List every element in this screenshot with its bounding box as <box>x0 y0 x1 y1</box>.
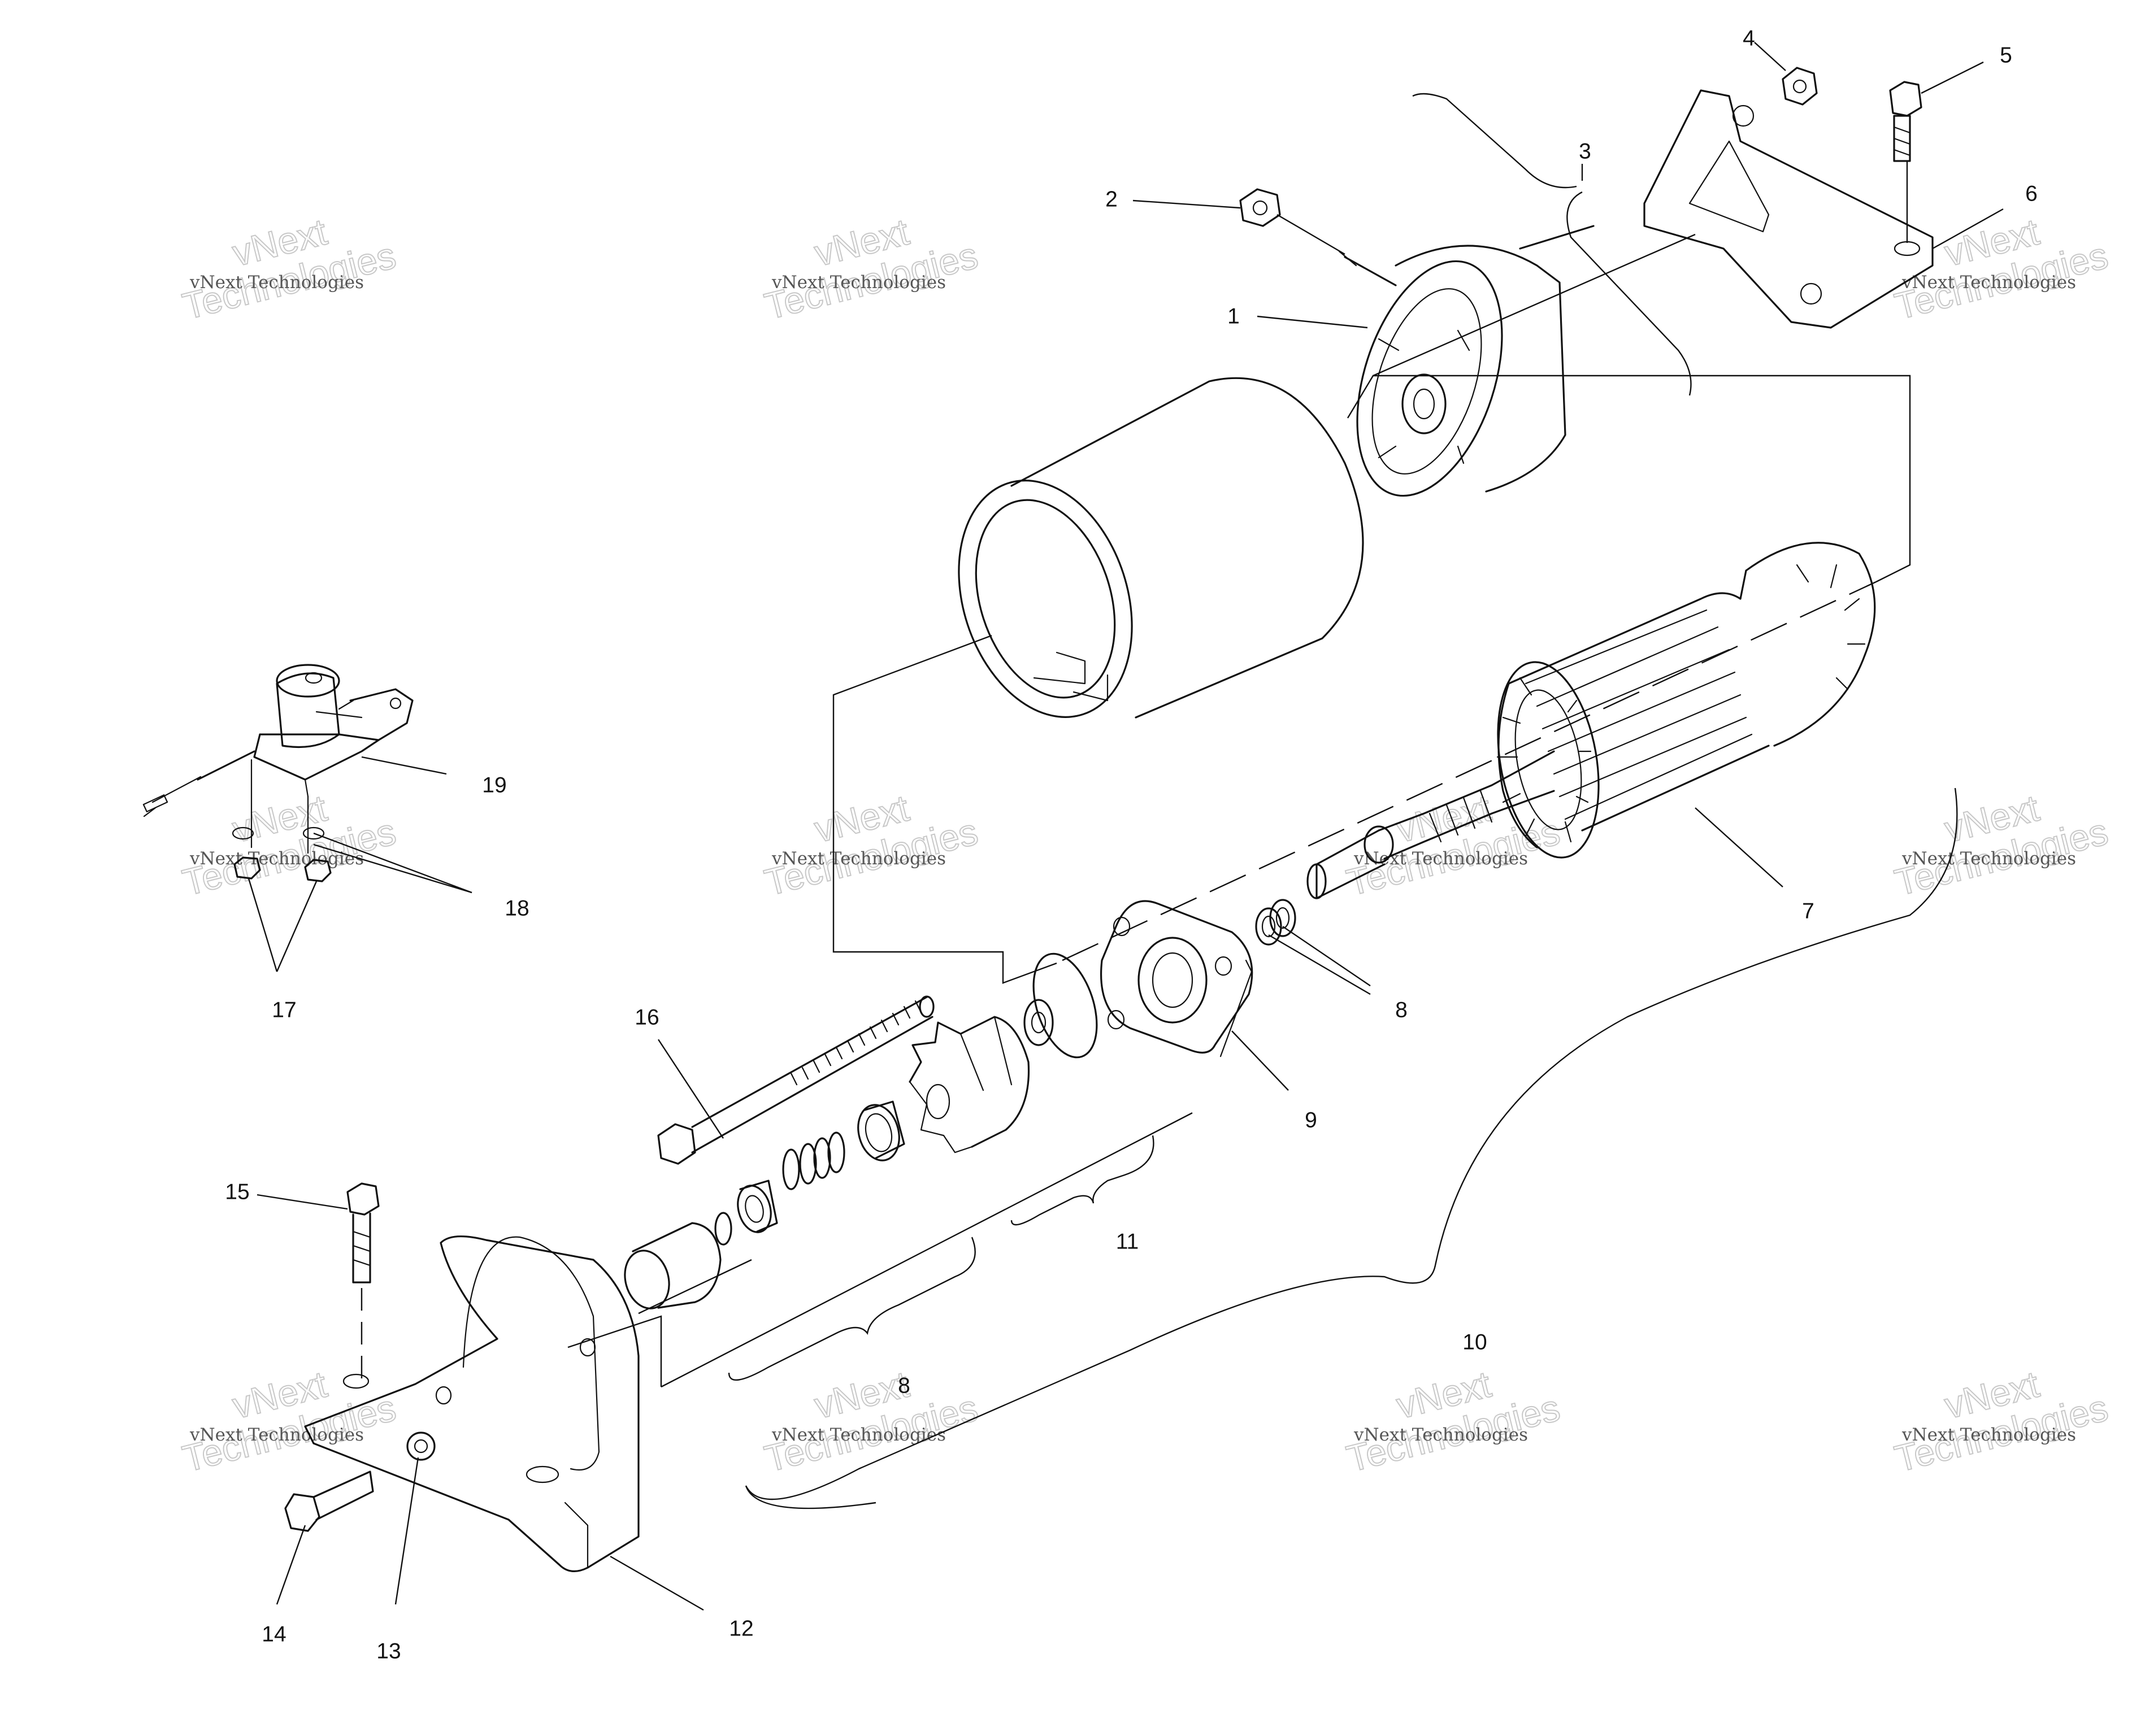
leader-4 <box>1754 42 1786 71</box>
leader-6 <box>1932 208 2004 250</box>
watermark: vNext Technologies vNext Technologies <box>1890 786 2113 904</box>
callout-15: 15 <box>225 1180 249 1204</box>
assembly-phantom-lines <box>567 233 1911 1388</box>
callout-5: 5 <box>2000 43 2012 67</box>
callout-9: 9 <box>1305 1108 1317 1132</box>
drive-end-plate <box>1100 900 1253 1058</box>
svg-text:vNext Technologies: vNext Technologies <box>189 849 364 869</box>
leader-lines <box>247 42 2004 1611</box>
star-washer <box>406 1432 436 1461</box>
callout-7: 7 <box>1802 899 1814 923</box>
watermark: vNext Technologies vNext Technologies <box>1890 1363 2113 1481</box>
leader-15 <box>257 1194 348 1210</box>
callout-17: 17 <box>272 998 296 1022</box>
callout-8-upper: 8 <box>1395 998 1408 1022</box>
leader-5 <box>1921 61 1984 94</box>
end-cap <box>1338 225 1595 497</box>
mounting-bracket <box>1643 89 1934 329</box>
leader-8a-2 <box>1268 934 1371 995</box>
spring-collar-assembly <box>714 1100 905 1246</box>
watermark: vNext Technologies vNext Technologies <box>178 1363 401 1481</box>
callout-19: 19 <box>482 773 506 797</box>
leader-12 <box>610 1555 704 1611</box>
callout-2: 2 <box>1105 187 1118 211</box>
group-braces <box>728 787 1958 1509</box>
mounting-plate <box>304 1235 640 1572</box>
leader-13 <box>394 1457 419 1605</box>
stator-housing <box>958 377 1364 719</box>
leader-14 <box>276 1525 306 1605</box>
callout-11: 11 <box>1116 1229 1139 1254</box>
watermark: vNext Technologies vNext Technologies <box>1890 210 2113 328</box>
callout-12: 12 <box>729 1616 753 1641</box>
callout-labels: 1 2 3 4 5 6 7 8 8 9 10 11 12 13 14 15 16… <box>225 26 2038 1663</box>
solenoid-washers <box>232 826 325 840</box>
leader-18b <box>313 843 472 894</box>
svg-text:vNext Technologies: vNext Technologies <box>1901 1425 2076 1445</box>
callout-4: 4 <box>1743 26 1755 50</box>
watermark: vNext Technologies vNext Technologies <box>178 210 401 328</box>
watermark: vNext Technologies vNext Technologies <box>178 786 401 904</box>
callout-13: 13 <box>376 1639 401 1663</box>
callout-10: 10 <box>1462 1330 1487 1354</box>
leader-2 <box>1132 199 1241 209</box>
svg-text:vNext Technologies: vNext Technologies <box>1353 1425 1528 1445</box>
armature <box>1306 542 1876 899</box>
bolt-14 <box>284 1470 374 1532</box>
watermark: vNext Technologies vNext Technologies <box>1342 1363 1565 1481</box>
leader-19 <box>361 756 447 775</box>
watermark: vNext Technologies vNext Technologies <box>760 786 983 904</box>
starter-solenoid <box>142 664 414 854</box>
thrust-washers-upper <box>1255 899 1296 946</box>
svg-text:vNext Technologies: vNext Technologies <box>771 272 946 293</box>
svg-text:vNext Technologies: vNext Technologies <box>771 1425 946 1445</box>
callout-1: 1 <box>1227 304 1240 328</box>
svg-text:vNext Technologies: vNext Technologies <box>189 272 364 293</box>
solenoid-nuts <box>233 856 332 882</box>
watermarks: vNext Technologies vNext Technologies vN… <box>178 210 2113 1481</box>
leader-7 <box>1695 807 1783 887</box>
callout-18: 18 <box>505 896 529 920</box>
watermark: vNext Technologies vNext Technologies <box>760 210 983 328</box>
drive-sleeve <box>624 1222 722 1309</box>
watermark: vNext Technologies vNext Technologies <box>760 1363 983 1481</box>
leader-9 <box>1231 1030 1289 1091</box>
leader-16 <box>657 1039 724 1139</box>
bolt-15 <box>346 1182 380 1378</box>
callout-3: 3 <box>1579 139 1591 163</box>
leader-8a <box>1282 926 1371 986</box>
nut-4 <box>1782 67 1818 106</box>
through-bolt <box>657 995 935 1165</box>
bolt-5 <box>1889 81 1922 162</box>
svg-text:vNext Technologies: vNext Technologies <box>771 849 946 869</box>
leader-17b <box>276 881 318 972</box>
leader-17a <box>247 878 278 972</box>
callout-16: 16 <box>635 1005 659 1029</box>
leader-18a <box>313 832 472 894</box>
leader-2b <box>1276 214 1345 255</box>
brace-bracket-3 <box>1412 93 1692 396</box>
callout-6: 6 <box>2025 181 2038 206</box>
drive-clutch <box>909 952 1098 1154</box>
leader-1 <box>1257 315 1368 329</box>
callout-14: 14 <box>262 1622 286 1646</box>
callout-8-lower: 8 <box>898 1373 910 1398</box>
svg-text:vNext Technologies: vNext Technologies <box>189 1425 364 1445</box>
svg-text:vNext Technologies: vNext Technologies <box>1901 849 2076 869</box>
nut-2 <box>1239 188 1281 227</box>
svg-text:vNext Technologies: vNext Technologies <box>1901 272 2076 293</box>
